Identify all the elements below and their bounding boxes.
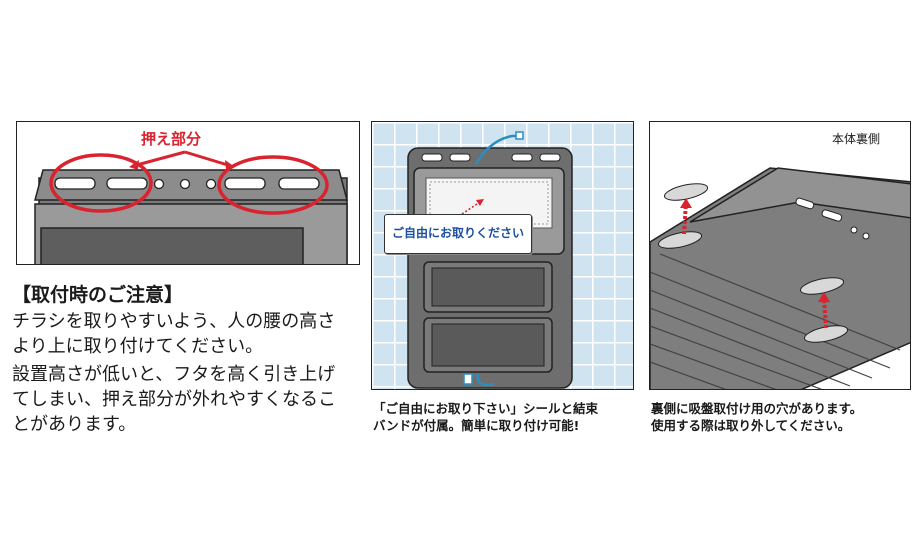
notice-line: とがあります。 <box>12 414 137 435</box>
mounted-holder-illustration <box>372 122 633 389</box>
press-point-right-marker <box>217 155 329 215</box>
panel-mounted: ご自由にお取りください <box>371 121 634 390</box>
cable-tie-bottom-icon <box>476 373 495 387</box>
caption-line: 裏側に吸盤取付け用の穴があります。 <box>651 401 863 416</box>
caption-line: 「ご自由にお取り下さい」シールと結束 <box>373 401 599 416</box>
holder-top-illustration <box>34 150 348 264</box>
notice-line: チラシを取りやすいよう、人の腰の高さ <box>12 311 336 332</box>
panel3-caption: 裏側に吸盤取付け用の穴があります。 使用する際は取り外してください。 <box>651 400 862 434</box>
notice-paragraph-1: チラシを取りやすいよう、人の腰の高さ より上に取り付けてください。 <box>12 309 372 359</box>
notice-line: てしまい、押え部分が外れやすくなるこ <box>12 389 336 410</box>
cable-tie-top-icon <box>474 134 518 165</box>
panel-back-side: 本体裏側 <box>649 121 911 390</box>
panel2-caption: 「ご自由にお取り下さい」シールと結束 バンドが付属。簡単に取り付け可能! <box>373 400 598 434</box>
caption-line: バンドが付属。簡単に取り付け可能! <box>373 418 580 433</box>
panel-press-points: 押え部分 <box>16 121 360 265</box>
press-part-label: 押え部分 <box>141 130 202 148</box>
holder-back-illustration <box>650 167 910 389</box>
take-freely-sticker: ご自由にお取りください <box>384 214 532 254</box>
notice-line: より上に取り付けてください。 <box>12 336 264 357</box>
press-point-left-marker <box>49 153 153 213</box>
notice-paragraph-2: 設置高さが低いと、フタを高く引き上げ てしまい、押え部分が外れやすくなるこ とが… <box>12 362 372 437</box>
notice-heading: 【取付時のご注意】 <box>12 284 184 306</box>
caption-line: 使用する際は取り外してください。 <box>651 418 851 433</box>
back-side-label: 本体裏側 <box>832 132 881 146</box>
notice-line: 設置高さが低いと、フタを高く引き上げ <box>12 364 336 385</box>
